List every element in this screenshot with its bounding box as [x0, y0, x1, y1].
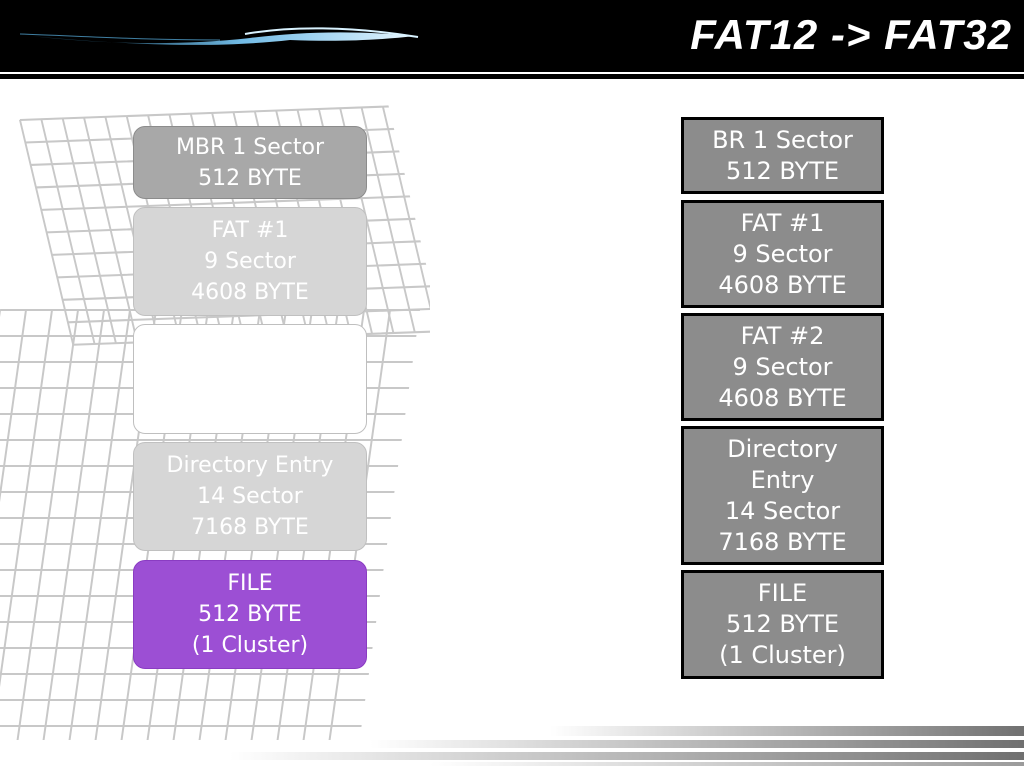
fat32-fat1-block: FAT #1 9 Sector 4608 BYTE	[681, 200, 884, 308]
swoosh-logo-icon	[20, 27, 419, 45]
fat32-directory-entry-block: Directory Entry 14 Sector 7168 BYTE	[681, 426, 884, 565]
page-title: FAT12 -> FAT32	[690, 11, 1012, 58]
fat12-directory-entry-block: Directory Entry 14 Sector 7168 BYTE	[133, 442, 367, 551]
slide-header: FAT12 -> FAT32	[0, 0, 1024, 72]
header-divider	[0, 74, 1024, 79]
fat32-fat2-block: FAT #2 9 Sector 4608 BYTE	[681, 313, 884, 421]
fat12-file-block: FILE 512 BYTE (1 Cluster)	[133, 560, 367, 669]
fat12-fat1-block: FAT #1 9 Sector 4608 BYTE	[133, 207, 367, 316]
fat12-mbr-block: MBR 1 Sector 512 BYTE	[133, 126, 367, 199]
fat32-br-block: BR 1 Sector 512 BYTE	[681, 117, 884, 194]
footer-gradient-bars	[230, 726, 1024, 766]
fat32-file-block: FILE 512 BYTE (1 Cluster)	[681, 570, 884, 679]
fat12-fat2-block	[133, 324, 367, 434]
